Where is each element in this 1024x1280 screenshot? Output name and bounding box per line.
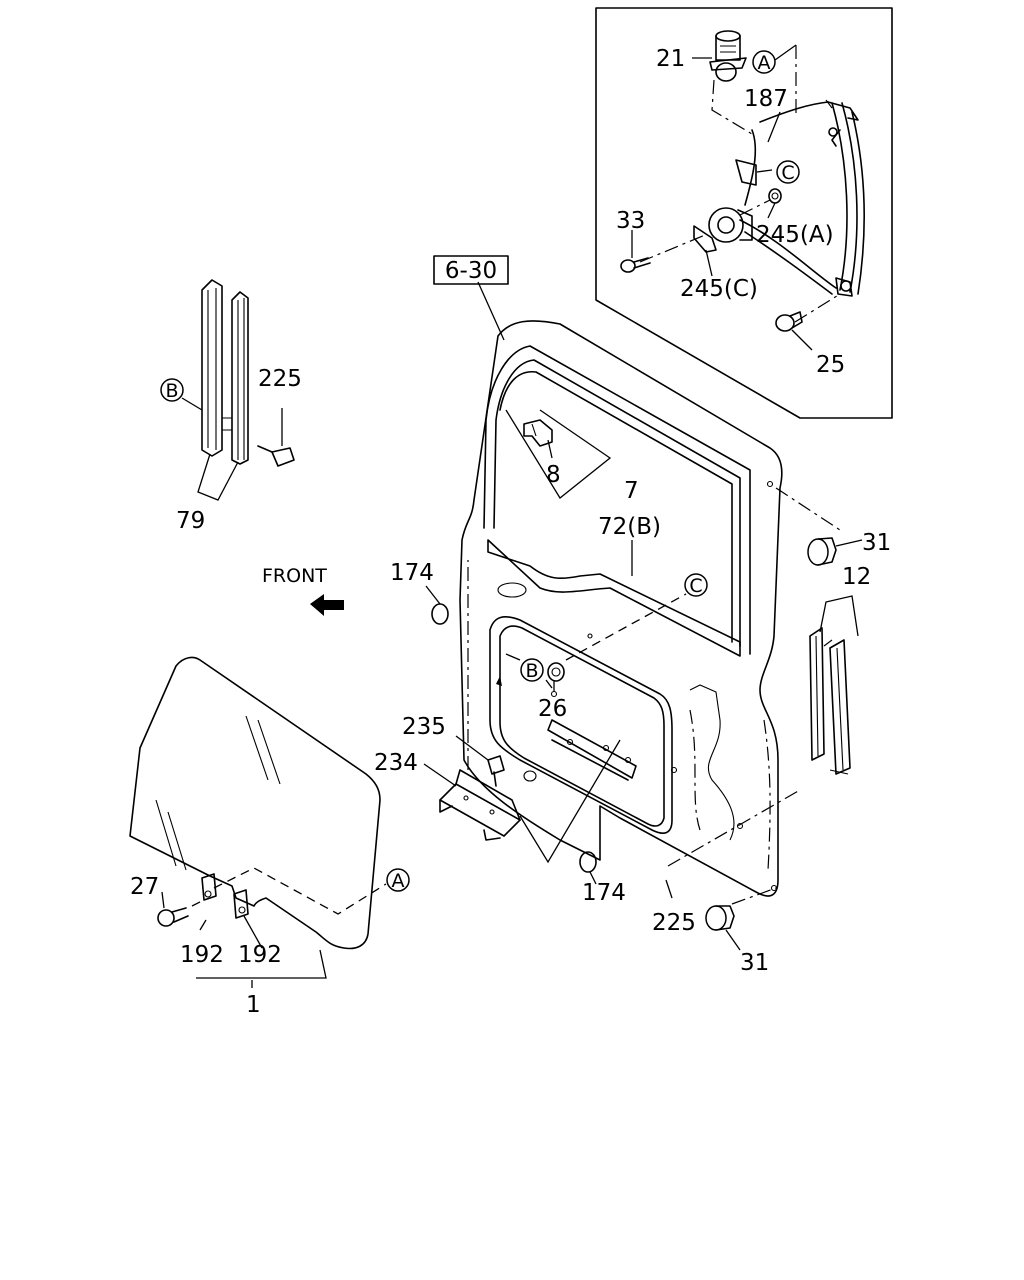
run-channel-12 [809, 595, 859, 775]
regulator-inset [595, 7, 893, 419]
clip-192-a [201, 873, 217, 901]
svg-text:C: C [781, 162, 794, 184]
callout-c-door[interactable]: C [684, 573, 708, 597]
label-12: 12 [842, 564, 871, 590]
label-225-top: 225 [258, 366, 302, 392]
reference-box[interactable]: 6-30 [433, 255, 509, 285]
label-72b: 72(B) [598, 514, 661, 540]
bolt-33 [620, 257, 651, 273]
reference-box-label: 6-30 [445, 258, 497, 284]
label-187: 187 [744, 86, 788, 112]
svg-text:B: B [165, 380, 178, 402]
label-26: 26 [538, 696, 567, 722]
callout-a-top[interactable]: A [752, 50, 776, 74]
label-27: 27 [130, 874, 159, 900]
front-indicator: FRONT [262, 565, 344, 616]
svg-text:B: B [525, 660, 538, 682]
bolt-27 [157, 909, 175, 927]
bumper-31-top [807, 537, 837, 566]
leader-lines [161, 281, 863, 951]
clip-8 [523, 419, 553, 447]
label-25: 25 [816, 352, 845, 378]
svg-text:A: A [392, 870, 405, 892]
label-174-left: 174 [390, 560, 434, 586]
label-31-top: 31 [862, 530, 891, 556]
label-1: 1 [246, 992, 261, 1018]
nut-26 [547, 662, 565, 682]
door-glass-1 [129, 656, 387, 988]
label-31-bottom: 31 [740, 950, 769, 976]
bolt-235 [487, 755, 505, 787]
part-number-labels: 21 187 33 245(A) 245(C) 25 225 79 8 7 72… [130, 46, 891, 1018]
bumper-31-bottom [705, 905, 735, 931]
label-192-b: 192 [238, 942, 282, 968]
callout-b-door[interactable]: B [520, 658, 544, 682]
front-arrow-icon [310, 594, 344, 616]
door-panel [431, 320, 841, 905]
label-33: 33 [616, 208, 645, 234]
regulator-assembly [693, 99, 866, 297]
svg-text:A: A [758, 52, 771, 74]
callout-c-top[interactable]: C [776, 160, 800, 184]
run-channel-79 [181, 279, 295, 501]
label-234: 234 [374, 750, 418, 776]
plug-174-left [431, 603, 449, 625]
label-192-a: 192 [180, 942, 224, 968]
label-174-bottom: 174 [582, 880, 626, 906]
regulator-motor [709, 30, 747, 82]
label-235: 235 [402, 714, 446, 740]
nut-245a [768, 188, 782, 204]
label-225-bottom: 225 [652, 910, 696, 936]
label-245c: 245(C) [680, 276, 758, 302]
callout-b-left[interactable]: B [160, 378, 184, 402]
front-label: FRONT [262, 565, 327, 587]
svg-text:C: C [689, 575, 702, 597]
callout-a-bottom[interactable]: A [386, 868, 410, 892]
inset-frame [595, 7, 893, 419]
label-79: 79 [176, 508, 205, 534]
label-21: 21 [656, 46, 685, 72]
clip-192-b [233, 889, 249, 919]
label-8: 8 [546, 462, 561, 488]
bracket-234 [439, 769, 521, 841]
label-7: 7 [624, 478, 639, 504]
plug-174-bottom [579, 851, 597, 873]
bolt-25 [775, 311, 803, 332]
label-245a: 245(A) [756, 222, 834, 248]
